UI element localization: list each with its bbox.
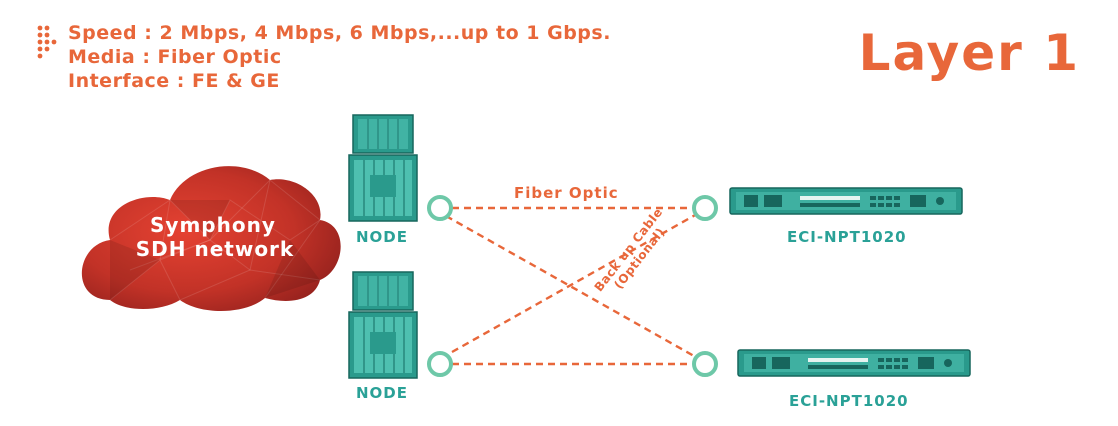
rack-node-icon xyxy=(348,271,418,379)
page-title: Layer 1 xyxy=(858,24,1080,82)
node-label-bottom: NODE xyxy=(356,384,409,402)
rack-router-icon xyxy=(737,349,971,377)
dot-grid-icon xyxy=(37,25,57,59)
interface-spec: Interface : FE & GE xyxy=(68,70,280,92)
speed-spec: Speed : 2 Mbps, 4 Mbps, 6 Mbps,...up to … xyxy=(68,22,611,44)
network-cloud-icon xyxy=(81,166,341,312)
rack-router-icon xyxy=(729,187,963,215)
media-spec: Media : Fiber Optic xyxy=(68,46,282,68)
node-label-top: NODE xyxy=(356,228,409,246)
fiber-link-label: Fiber Optic xyxy=(514,184,619,202)
device-port-top xyxy=(692,195,718,221)
device-port-bottom xyxy=(692,351,718,377)
node-port-top xyxy=(427,195,453,221)
node-port-bottom xyxy=(427,351,453,377)
device-label-top: ECI-NPT1020 xyxy=(787,228,907,246)
backup-link-cross-2 xyxy=(451,212,698,354)
cloud-label-line2: SDH network xyxy=(135,237,295,261)
cloud-label-line1: Symphony xyxy=(150,213,276,237)
device-label-bottom: ECI-NPT1020 xyxy=(789,392,909,410)
rack-node-icon xyxy=(348,114,418,222)
